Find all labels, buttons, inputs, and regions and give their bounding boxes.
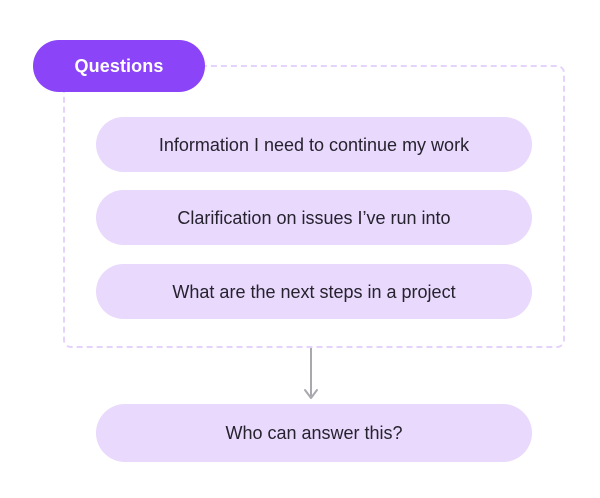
question-item[interactable]: Information I need to continue my work xyxy=(96,117,532,172)
questions-badge[interactable]: Questions xyxy=(33,40,205,92)
question-item[interactable]: What are the next steps in a project xyxy=(96,264,532,319)
question-item-label: Clarification on issues I’ve run into xyxy=(177,207,451,228)
questions-group-box xyxy=(63,65,565,348)
question-item[interactable]: Clarification on issues I’ve run into xyxy=(96,190,532,245)
arrow-down-icon xyxy=(297,348,325,404)
outcome-pill-label: Who can answer this? xyxy=(225,423,403,443)
questions-badge-label: Questions xyxy=(74,56,164,76)
question-item-label: What are the next steps in a project xyxy=(172,281,456,302)
question-item-label: Information I need to continue my work xyxy=(158,134,470,155)
outcome-pill[interactable]: Who can answer this? xyxy=(96,404,532,462)
